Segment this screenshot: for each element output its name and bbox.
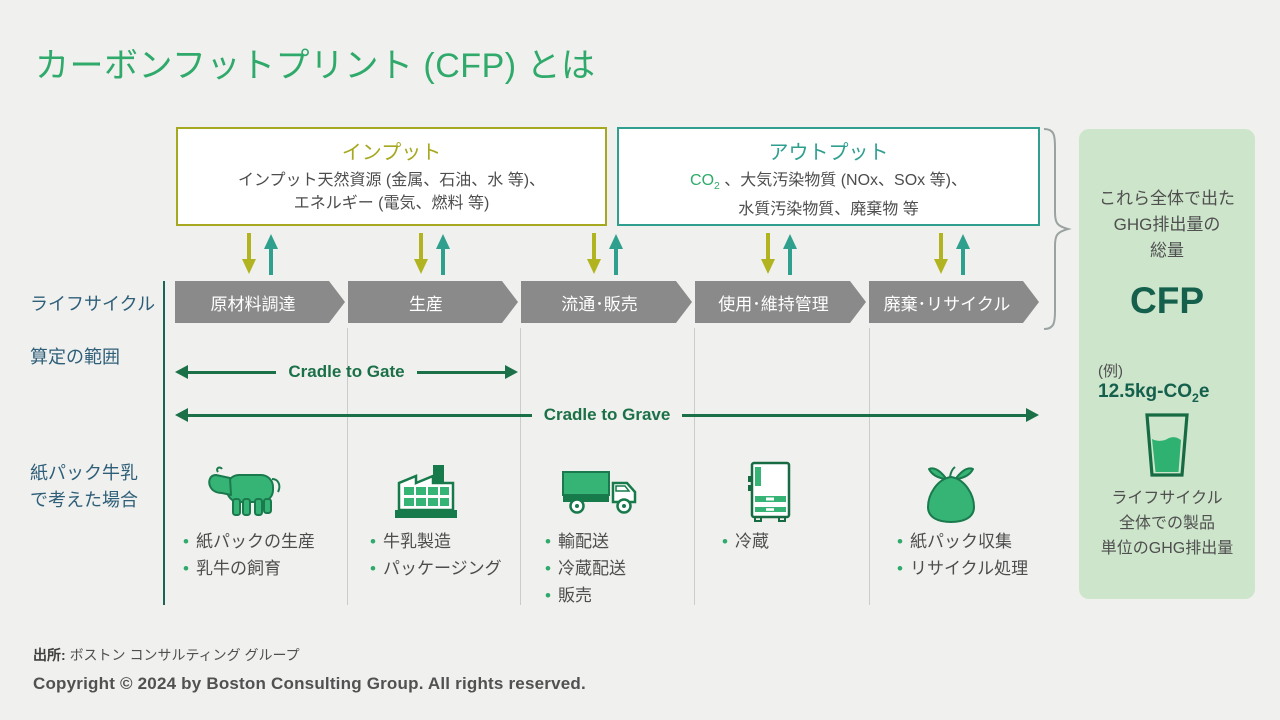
row-label-example-line: 紙パック牛乳 bbox=[30, 463, 138, 483]
stage-divider bbox=[694, 328, 695, 605]
copyright-notice: Copyright © 2024 by Boston Consulting Gr… bbox=[33, 674, 586, 693]
stage-items-distribution: •輸配送 •冷蔵配送 •販売 bbox=[545, 528, 626, 609]
panel-footer-line: 単位のGHG排出量 bbox=[1100, 539, 1234, 557]
stage-divider bbox=[869, 328, 870, 605]
input-line-1: インプット天然資源 (金属、石油、水 等)、 bbox=[237, 172, 546, 189]
arrowhead-right-icon bbox=[505, 365, 519, 379]
list-item: •紙パックの生産 bbox=[183, 528, 315, 555]
stage-items-use: •冷蔵 bbox=[722, 528, 769, 555]
truck-icon bbox=[562, 471, 637, 514]
list-item: •販売 bbox=[545, 582, 626, 609]
source-note: 出所: ボストン コンサルティング グループ bbox=[33, 645, 300, 665]
cfp-summary-panel: これら全体で出た GHG排出量の 総量 CFP (例) 12.5kg-CO2e … bbox=[1079, 129, 1255, 599]
input-line-2: エネルギー (電気、燃料 等) bbox=[293, 195, 490, 212]
bullet-icon: • bbox=[183, 559, 189, 578]
list-item: •牛乳製造 bbox=[370, 528, 502, 555]
factory-icon bbox=[395, 465, 457, 518]
arrow-line bbox=[188, 370, 277, 374]
source-value: ボストン コンサルティング グループ bbox=[69, 647, 300, 663]
stage-items-production: •牛乳製造 •パッケージング bbox=[370, 528, 502, 582]
bullet-icon: • bbox=[183, 532, 189, 551]
panel-summary: これら全体で出た GHG排出量の 総量 bbox=[1079, 186, 1255, 264]
page-title: カーボンフットプリント (CFP) とは bbox=[35, 47, 596, 85]
list-item: •冷蔵配送 bbox=[545, 555, 626, 582]
bullet-icon: • bbox=[545, 532, 551, 551]
brace-icon bbox=[1043, 128, 1072, 330]
stage-chevron-raw-materials: 原材料調達 bbox=[175, 281, 345, 323]
list-item: •乳牛の飼育 bbox=[183, 555, 315, 582]
bullet-icon: • bbox=[545, 559, 551, 578]
bullet-icon: • bbox=[545, 586, 551, 605]
cradle-to-gate-arrow: Cradle to Gate bbox=[175, 362, 519, 382]
panel-footer-line: ライフサイクル bbox=[1111, 489, 1223, 507]
panel-footer-line: 全体での製品 bbox=[1118, 514, 1215, 532]
stage-items-raw-materials: •紙パックの生産 •乳牛の飼育 bbox=[183, 528, 315, 582]
cradle-to-grave-arrow: Cradle to Grave bbox=[175, 405, 1040, 425]
panel-summary-line: 総量 bbox=[1150, 241, 1184, 260]
trash-bag-icon bbox=[927, 466, 975, 523]
stage-divider bbox=[347, 328, 348, 605]
output-box-body: CO2 、大気汚染物質 (NOx、SOx 等)、 水質汚染物質、廃棄物 等 bbox=[619, 169, 1038, 221]
example-label: (例) bbox=[1098, 363, 1123, 380]
stage-items-disposal: •紙パック収集 •リサイクル処理 bbox=[897, 528, 1028, 582]
exchange-arrows-icon bbox=[242, 233, 278, 275]
bullet-icon: • bbox=[897, 532, 903, 551]
stage-divider bbox=[520, 328, 521, 605]
source-label: 出所: bbox=[33, 647, 66, 663]
panel-summary-line: GHG排出量の bbox=[1113, 215, 1221, 234]
cradle-to-grave-label: Cradle to Grave bbox=[543, 405, 671, 424]
exchange-arrows-icon bbox=[761, 233, 797, 275]
bullet-icon: • bbox=[370, 532, 376, 551]
list-item: •パッケージング bbox=[370, 555, 502, 582]
stage-chevron-distribution: 流通･販売 bbox=[521, 281, 692, 323]
input-box-title: インプット bbox=[341, 142, 442, 164]
stage-chevron-disposal-recycle: 廃棄･リサイクル bbox=[869, 281, 1039, 323]
arrowhead-left-icon bbox=[175, 408, 188, 422]
input-box: インプット インプット天然資源 (金属、石油、水 等)、 エネルギー (電気、燃… bbox=[176, 127, 607, 226]
bullet-icon: • bbox=[370, 559, 376, 578]
stage-chevron-production: 生産 bbox=[348, 281, 518, 323]
input-box-body: インプット天然資源 (金属、石油、水 等)、 エネルギー (電気、燃料 等) bbox=[178, 169, 605, 215]
milk-glass-icon bbox=[1079, 413, 1255, 482]
panel-footer: ライフサイクル 全体での製品 単位のGHG排出量 bbox=[1079, 486, 1255, 561]
list-item: •紙パック収集 bbox=[897, 528, 1028, 555]
arrow-line bbox=[188, 413, 532, 417]
exchange-arrows-icon bbox=[414, 233, 450, 275]
bullet-icon: • bbox=[897, 559, 903, 578]
cow-icon bbox=[208, 466, 281, 516]
list-item: •輸配送 bbox=[545, 528, 626, 555]
arrow-line bbox=[682, 413, 1027, 417]
panel-summary-line: これら全体で出た bbox=[1099, 189, 1235, 208]
output-box: アウトプット CO2 、大気汚染物質 (NOx、SOx 等)、 水質汚染物質、廃… bbox=[617, 127, 1040, 226]
row-axis-line bbox=[163, 281, 165, 605]
exchange-arrows-icon bbox=[934, 233, 970, 275]
arrowhead-left-icon bbox=[175, 365, 188, 379]
list-item: •冷蔵 bbox=[722, 528, 769, 555]
row-label-example: 紙パック牛乳 で考えた場合 bbox=[30, 460, 138, 514]
stage-chevron-use-maintenance: 使用･維持管理 bbox=[695, 281, 866, 323]
output-box-title: アウトプット bbox=[768, 142, 889, 164]
row-label-scope: 算定の範囲 bbox=[30, 347, 120, 367]
cfp-acronym: CFP bbox=[1130, 280, 1204, 321]
list-item: •リサイクル処理 bbox=[897, 555, 1028, 582]
arrow-line bbox=[416, 370, 506, 374]
bullet-icon: • bbox=[722, 532, 728, 551]
exchange-arrows-icon bbox=[587, 233, 623, 275]
example-value: 12.5kg-CO2e bbox=[1098, 381, 1210, 405]
output-line-1: CO2 、大気汚染物質 (NOx、SOx 等)、 bbox=[690, 172, 967, 193]
row-label-lifecycle: ライフサイクル bbox=[30, 294, 156, 314]
row-label-example-line: で考えた場合 bbox=[30, 490, 138, 510]
output-line-2: 水質汚染物質、廃棄物 等 bbox=[738, 201, 919, 219]
panel-example: (例) 12.5kg-CO2e bbox=[1098, 360, 1255, 405]
cradle-to-gate-label: Cradle to Gate bbox=[288, 362, 405, 381]
arrowhead-right-icon bbox=[1026, 408, 1040, 422]
refrigerator-icon bbox=[748, 461, 791, 522]
